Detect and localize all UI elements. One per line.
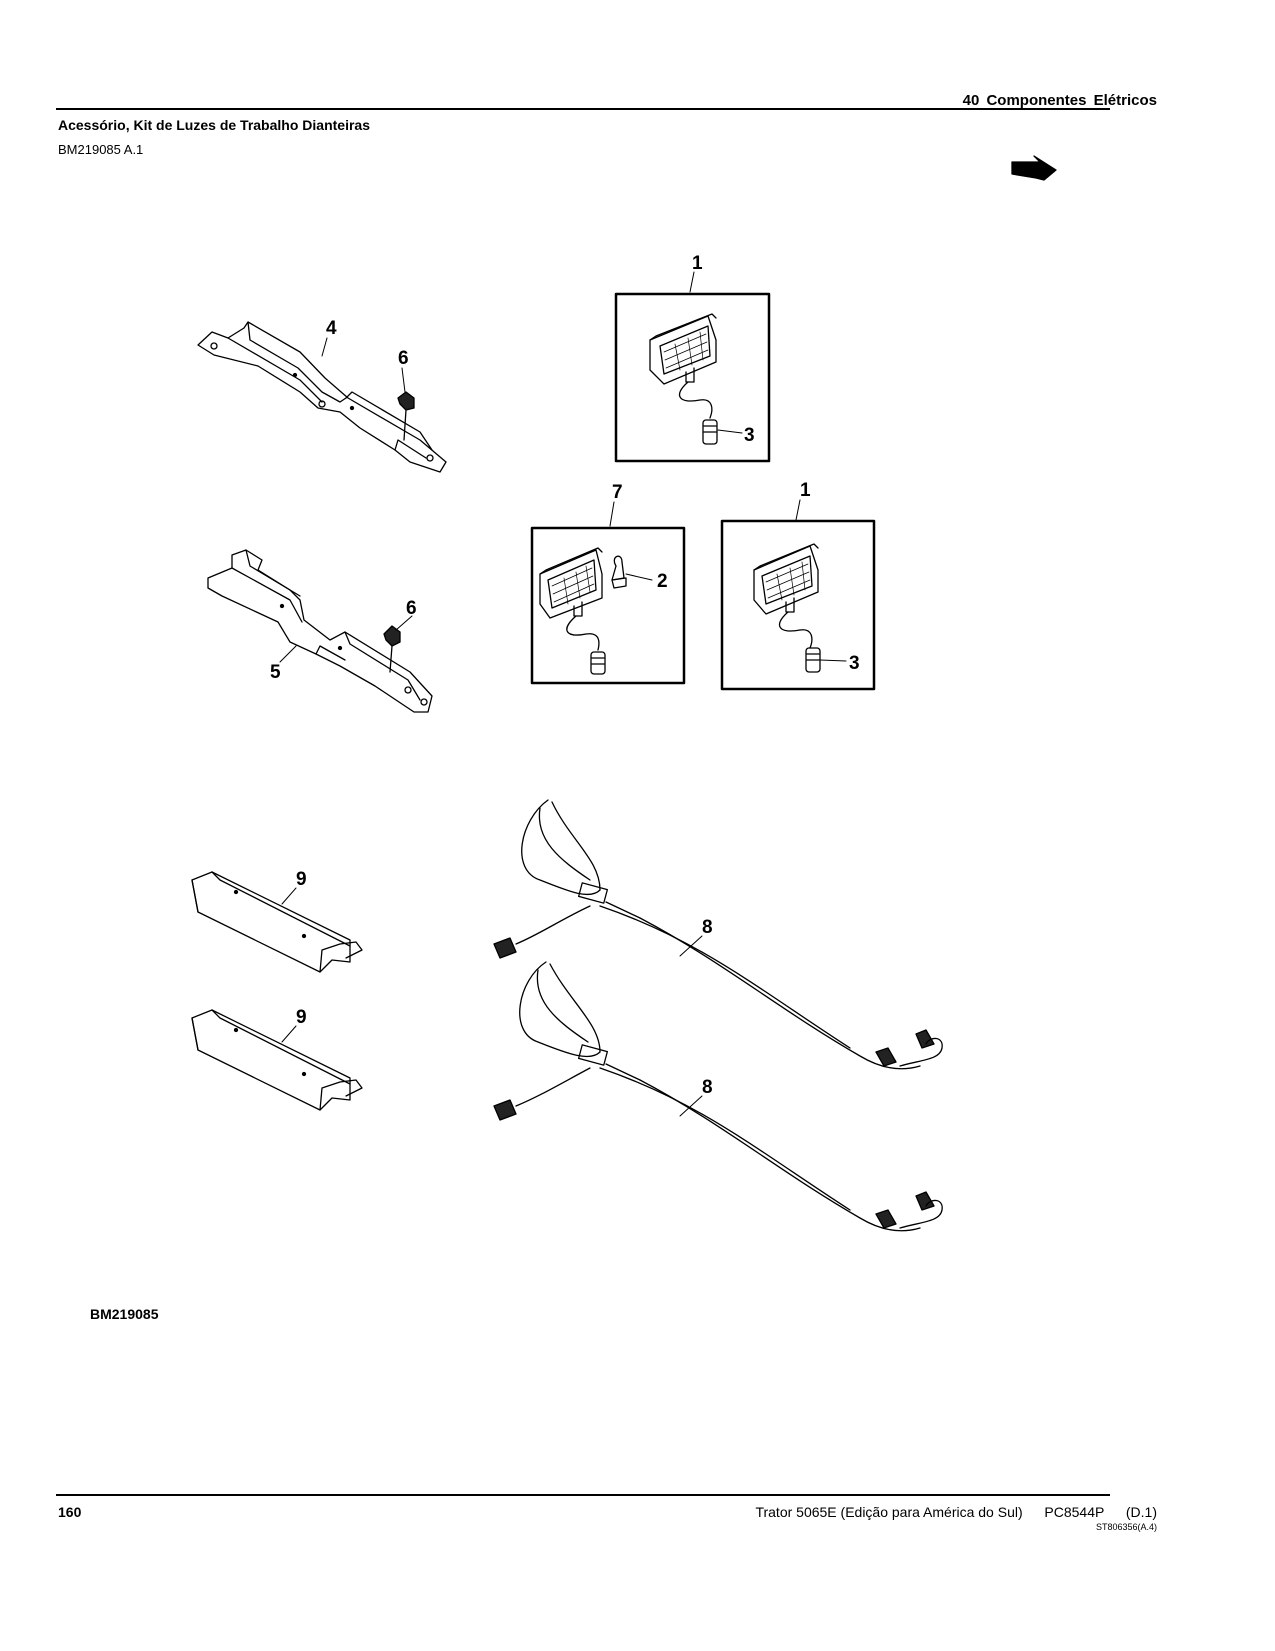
callout-9-upper: 9 (296, 869, 307, 890)
bracket-5 (207, 549, 433, 713)
direction-arrow-icon (1011, 155, 1057, 181)
callout-1-right: 1 (800, 480, 811, 501)
bracket-4 (197, 321, 447, 473)
footer-rule (56, 1494, 1110, 1496)
footer-sub-code: ST806356(A.4) (1095, 1522, 1157, 1532)
callouts: 1 3 4 6 7 1 2 6 3 5 9 8 9 8 (270, 253, 860, 1098)
clip-6-lower (383, 625, 401, 673)
work-lamp-right (753, 543, 821, 673)
callout-3-top: 3 (744, 425, 755, 446)
lamp-box-1-top (614, 292, 771, 463)
callout-9-lower: 9 (296, 1007, 307, 1028)
callout-4: 4 (326, 318, 337, 339)
callout-8-upper: 8 (702, 917, 713, 938)
footer-document-title: Trator 5065E (Edição para América do Sul… (755, 1504, 1023, 1520)
footer-document: Trator 5065E (Edição para América do Sul… (755, 1504, 1157, 1520)
callout-7: 7 (612, 482, 623, 503)
lamp-box-1-right (720, 519, 876, 691)
leader-lines (279, 271, 847, 1117)
callout-3-right: 3 (849, 653, 860, 674)
work-lamp-top (649, 313, 718, 445)
callout-6-upper: 6 (398, 348, 409, 369)
wire-harness-8-upper (493, 799, 943, 1070)
bracket-9-lower (191, 1009, 363, 1111)
work-lamp-7 (539, 547, 627, 675)
clip-6-upper (397, 391, 415, 441)
page-title: Acessório, Kit de Luzes de Trabalho Dian… (58, 117, 370, 133)
document-code: BM219085 A.1 (58, 142, 144, 157)
page-number: 160 (58, 1504, 82, 1520)
footer-part-code: PC8544P (1044, 1504, 1105, 1520)
header-rule (56, 108, 1110, 110)
callout-5: 5 (270, 662, 281, 683)
section-title: 40 Componentes Elétricos (962, 92, 1157, 109)
figure-id: BM219085 (90, 1306, 159, 1322)
callout-6-lower: 6 (406, 598, 417, 619)
callout-2: 2 (657, 571, 668, 592)
bracket-9-upper (191, 871, 363, 973)
callout-1-top: 1 (692, 253, 703, 274)
wire-harness-8-lower (493, 961, 943, 1232)
lamp-box-7 (530, 526, 686, 685)
footer-revision: (D.1) (1125, 1504, 1157, 1520)
callout-8-lower: 8 (702, 1077, 713, 1098)
